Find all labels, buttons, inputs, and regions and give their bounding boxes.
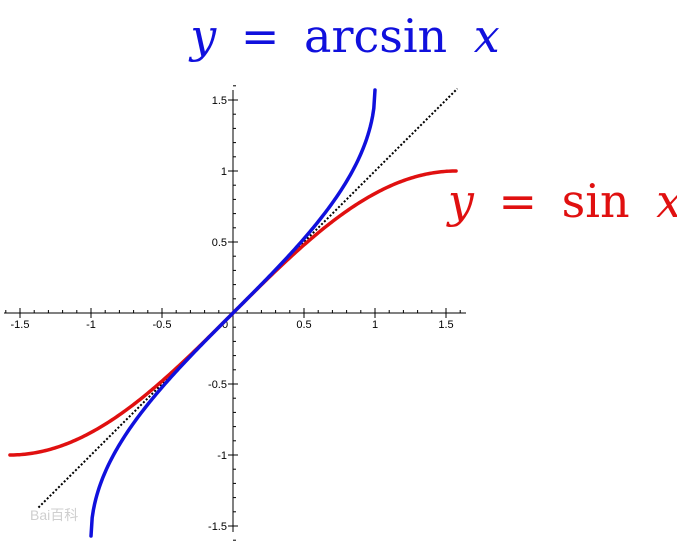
- label-eq: =: [498, 174, 537, 228]
- major-ticks: [19, 99, 447, 527]
- label-x: x: [656, 174, 677, 228]
- series-line-arcsin: [89, 88, 377, 538]
- watermark: Bai百科: [30, 507, 78, 523]
- label-fn: sin: [562, 174, 630, 228]
- y-tick-label: 0.5: [212, 237, 227, 249]
- title-fn: arcsin: [304, 9, 447, 63]
- x-tick-label: 0: [222, 319, 228, 331]
- y-tick-label: -1: [217, 450, 227, 462]
- x-tick-label: -1.5: [11, 319, 30, 331]
- x-tick-label: 0.5: [296, 319, 311, 331]
- title-y: y: [188, 9, 217, 63]
- x-tick-label: 1.5: [438, 319, 453, 331]
- x-tick-label: -0.5: [153, 319, 172, 331]
- minor-ticks: [5, 85, 461, 541]
- title-arcsin: y = arcsin x: [188, 9, 500, 63]
- x-tick-label: 1: [372, 319, 378, 331]
- y-tick-labels: 1.5 1 0.5 -0.5 -1 -1.5: [208, 95, 227, 533]
- title-eq: =: [241, 9, 280, 63]
- y-tick-label: 1: [221, 166, 227, 178]
- y-tick-label: -1.5: [208, 521, 227, 533]
- y-tick-label: -0.5: [208, 379, 227, 391]
- title-x: x: [474, 9, 500, 63]
- y-tick-label: 1.5: [212, 95, 227, 107]
- x-tick-labels: -1.5 -1 -0.5 0 0.5 1 1.5: [11, 319, 454, 331]
- x-tick-label: -1: [86, 319, 96, 331]
- label-y: y: [446, 174, 475, 228]
- label-sin: y = sin x: [446, 174, 677, 228]
